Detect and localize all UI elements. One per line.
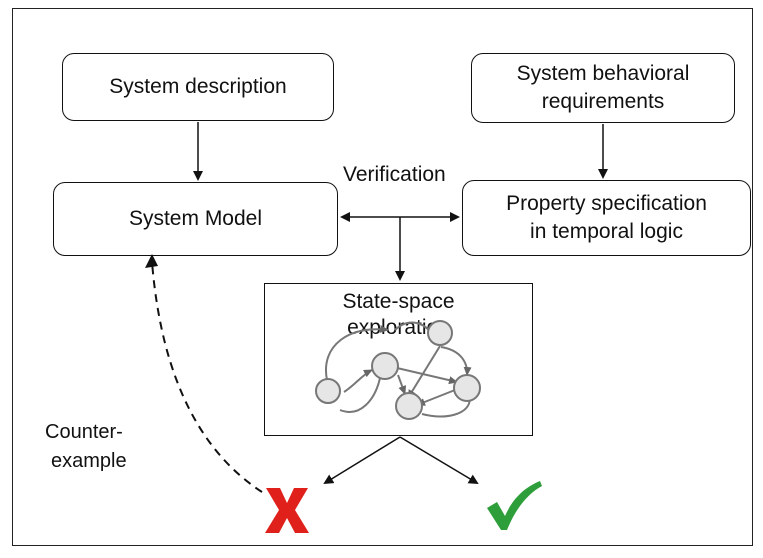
counter-example-arrow [151, 261, 263, 493]
state-node [427, 320, 453, 346]
property-label-line1: Property specification [506, 191, 707, 215]
arrow-to-pass [399, 436, 479, 485]
green-check-icon [487, 481, 542, 530]
state-node [315, 378, 341, 404]
system-description-label: System description [109, 74, 287, 98]
property-label-line2: in temporal logic [530, 220, 683, 243]
state-node [453, 374, 481, 402]
state-node [371, 352, 399, 380]
requirements-label-line2: requirements [541, 90, 665, 113]
requirements-box: System behavioral requirements [471, 53, 735, 123]
counter-example-label-line2: example [51, 450, 127, 472]
system-description-box: System description [62, 53, 334, 121]
counter-example-arrowhead [145, 254, 158, 268]
arrow-to-fail [323, 436, 401, 485]
state-node [395, 392, 423, 420]
system-model-label: System Model [128, 206, 263, 230]
verification-label: Verification [343, 163, 446, 186]
state-space-box: State-space exploration [264, 283, 533, 436]
system-model-box: System Model [53, 182, 338, 256]
state-space-label-line1: State-space [342, 290, 455, 313]
requirements-label-line1: System behavioral [516, 61, 690, 85]
red-x-icon [265, 488, 309, 533]
property-specification-box: Property specification in temporal logic [462, 180, 751, 256]
state-graph [315, 320, 481, 420]
counter-example-label-line1: Counter- [45, 421, 123, 443]
